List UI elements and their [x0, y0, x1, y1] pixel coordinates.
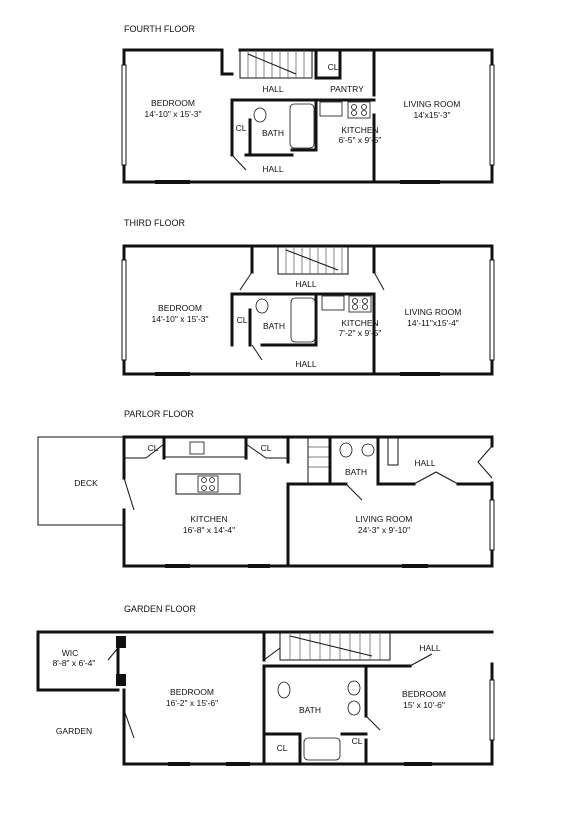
bedroom-label: BEDROOM [158, 303, 202, 313]
kitchen-dimensions: 6'-5" x 9'-5" [339, 135, 382, 145]
deck-label: DECK [74, 478, 98, 488]
hall-label: HALL [419, 643, 441, 653]
kitchen-dimensions: 16'-8" x 14'-4" [183, 525, 235, 535]
fourth-floor-title: FOURTH FLOOR [124, 24, 195, 34]
sink-icon [321, 295, 345, 311]
pantry-label: PANTRY [330, 84, 364, 94]
hall-label: HALL [262, 84, 284, 94]
sink-icon [319, 101, 343, 117]
closet-label: CL [352, 736, 363, 746]
stove-icon [347, 101, 371, 119]
bathtub-icon [289, 103, 315, 149]
bathtub-icon [303, 737, 341, 761]
bath-label: BATH [263, 321, 285, 331]
closet-label: CL [328, 62, 339, 72]
stair [239, 49, 313, 79]
living-room-label: LIVING ROOM [404, 99, 461, 109]
sink-icon [189, 441, 205, 455]
third-floor-title: THIRD FLOOR [124, 218, 186, 228]
toilet-icon [277, 681, 291, 699]
bedroom-dimensions: 15' x 10'-6" [403, 700, 445, 710]
bathtub-icon [290, 297, 316, 343]
living-room-dimensions: 24'-3" x 9'-10" [358, 525, 410, 535]
kitchen-label: KITCHEN [341, 318, 378, 328]
garden-label: GARDEN [56, 726, 92, 736]
sink-icon [361, 443, 375, 457]
sink-icon [347, 700, 361, 716]
living-room-label: LIVING ROOM [356, 514, 413, 524]
kitchen-label: KITCHEN [190, 514, 227, 524]
stove-icon [197, 475, 219, 493]
living-room-dimensions: 14'x15'-3" [414, 110, 451, 120]
toilet-icon [253, 107, 267, 123]
closet-label: CL [236, 123, 247, 133]
closet-label: CL [237, 315, 248, 325]
bedroom-label: BEDROOM [170, 687, 214, 697]
toilet-icon [339, 442, 353, 458]
wic-dimensions: 8'-8" x 6'-4" [53, 658, 96, 668]
bath-label: BATH [299, 705, 321, 715]
fourth-floor: FOURTH FLOOR [121, 24, 495, 184]
hall-label: HALL [262, 164, 284, 174]
third-floor: THIRD FLOOR BEDROOM 14'-10" x [121, 218, 495, 376]
kitchen-label: KITCHEN [341, 125, 378, 135]
bedroom-dimensions: 16'-2" x 15'-6" [166, 698, 218, 708]
parlor-floor-title: PARLOR FLOOR [124, 409, 194, 419]
living-room-dimensions: 14'-11"x15'-4" [407, 318, 459, 328]
bedroom-dimensions: 14'-10" x 15'-3" [151, 314, 208, 324]
closet-label: CL [148, 443, 159, 453]
garden-floor: GARDEN FLOOR [36, 604, 495, 766]
living-room-label: LIVING ROOM [405, 307, 462, 317]
bedroom-label: BEDROOM [151, 98, 195, 108]
bedroom-label: BEDROOM [402, 689, 446, 699]
bedroom-dimensions: 14'-10" x 15'-3" [144, 109, 201, 119]
deck-outline [37, 436, 124, 526]
closet-label: CL [261, 443, 272, 453]
garden-floor-title: GARDEN FLOOR [124, 604, 197, 614]
kitchen-dimensions: 7'-2" x 9'-5" [339, 328, 382, 338]
stove-icon [348, 295, 372, 313]
parlor-floor: PARLOR FLOOR DECK [37, 409, 495, 568]
hall-label: HALL [414, 458, 436, 468]
hall-label: HALL [295, 359, 317, 369]
stair [279, 631, 391, 661]
closet-label: CL [277, 743, 288, 753]
toilet-icon [255, 298, 269, 314]
hall-label: HALL [295, 279, 317, 289]
bath-label: BATH [345, 467, 367, 477]
kitchen-island [175, 473, 241, 495]
sink-icon [347, 680, 361, 696]
wic-label: WIC [62, 648, 79, 658]
bath-label: BATH [262, 128, 284, 138]
stair [277, 245, 349, 275]
